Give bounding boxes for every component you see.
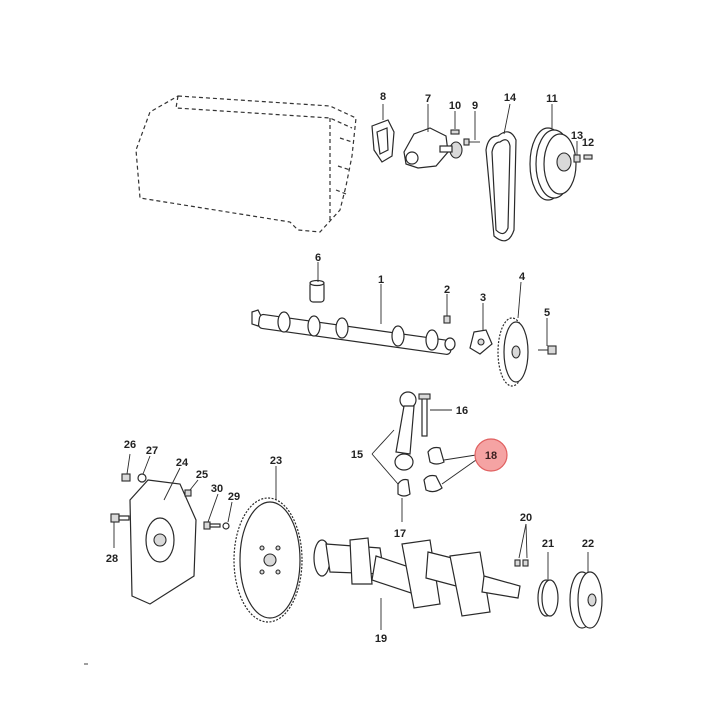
callout-13: 13 [571, 130, 583, 142]
bolt-part-28 [110, 513, 130, 523]
callout-9: 9 [472, 100, 478, 112]
callout-10: 10 [449, 100, 461, 112]
gasket-part-8 [371, 119, 395, 163]
callout-20: 20 [520, 512, 532, 524]
washer-part-29 [222, 522, 230, 530]
callout-24: 24 [176, 457, 189, 469]
callout-15: 15 [351, 449, 363, 461]
bolt-part-12 [583, 154, 593, 160]
callout-16: 16 [456, 405, 468, 417]
bolt-part-10 [450, 129, 460, 135]
pulley-part-11 [529, 127, 577, 201]
engine-block-outline [135, 95, 357, 233]
connecting-rod-part-15 [394, 391, 417, 471]
callout-7: 7 [425, 93, 431, 105]
camshaft-gear-part-4 [497, 317, 529, 387]
pins-part-20 [514, 559, 529, 567]
callout-6: 6 [315, 252, 321, 264]
callout-27: 27 [146, 445, 158, 457]
belt-part-14 [485, 131, 517, 242]
callout-26: 26 [124, 439, 136, 451]
rod-bolt-part-16 [418, 393, 431, 437]
callout-23: 23 [270, 455, 282, 467]
callout-18: 18 [485, 450, 497, 462]
washer-part-27 [137, 473, 147, 483]
callout-22: 22 [582, 538, 594, 550]
callout-14: 14 [504, 92, 517, 104]
nut-part-13 [573, 154, 581, 163]
pin-part-2 [443, 315, 451, 324]
bolt-part-30 [203, 521, 221, 530]
callout-1: 1 [378, 274, 384, 286]
callout-29: 29 [228, 491, 240, 503]
callout-17: 17 [394, 528, 406, 540]
callout-5: 5 [544, 307, 550, 319]
callout-25: 25 [196, 469, 208, 481]
callout-4: 4 [519, 271, 526, 283]
callout-12: 12 [582, 137, 594, 149]
camshaft-part-1 [251, 309, 456, 355]
callout-28: 28 [106, 553, 118, 565]
bolt-part-26 [121, 473, 131, 482]
highlighted-callout-18[interactable]: 18 [474, 438, 508, 472]
spacer-part-3 [469, 329, 493, 355]
callout-3: 3 [480, 292, 486, 304]
damper-pulley-part-22 [569, 571, 603, 629]
callout-labels: 1 2 3 4 5 6 7 8 9 10 11 12 13 14 15 16 1… [106, 91, 594, 645]
leader-lines [113, 103, 589, 630]
bearing-insert-part-17 [397, 478, 411, 497]
highlight-circle [474, 438, 508, 472]
crankshaft-part-19 [313, 537, 521, 617]
water-pump-part-7 [403, 127, 463, 169]
crank-gear-part-21 [537, 579, 559, 617]
callout-8: 8 [380, 91, 386, 103]
bolt-part-9 [463, 138, 480, 146]
callout-2: 2 [444, 284, 450, 296]
adapter-plate-part-24 [129, 479, 197, 605]
callout-30: 30 [211, 483, 223, 495]
callout-21: 21 [542, 538, 554, 550]
callout-11: 11 [546, 93, 558, 105]
flywheel-part-23 [233, 497, 303, 623]
callout-19: 19 [375, 633, 387, 645]
bolt-part-5 [538, 345, 557, 355]
bushing-part-6 [309, 279, 325, 303]
bearing-shells-part-18 [423, 446, 445, 493]
screw-part-25 [184, 489, 192, 497]
